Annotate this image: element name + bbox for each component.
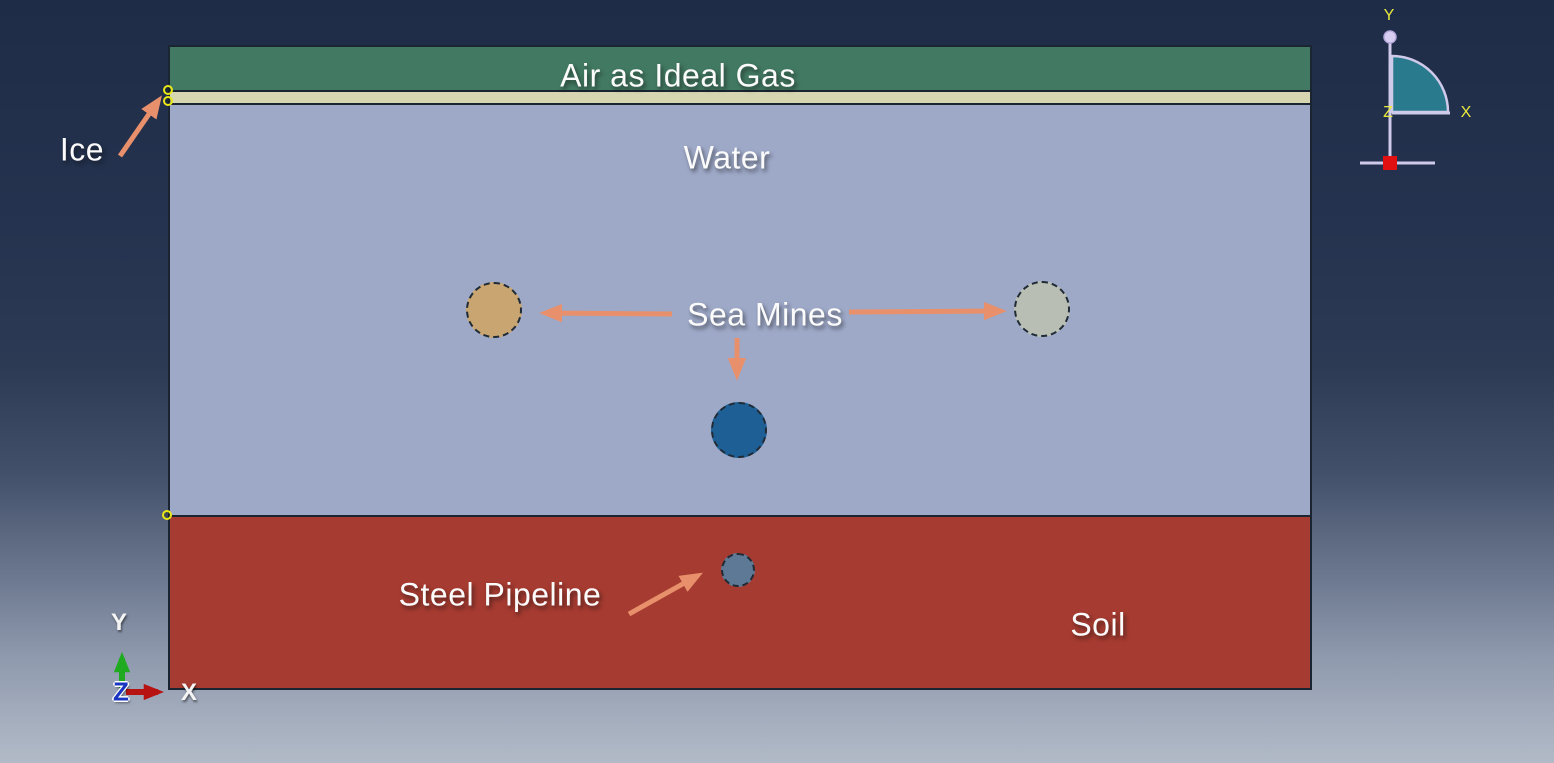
model-triad-y-label: Y — [110, 609, 128, 636]
steel-pipeline-circle[interactable] — [721, 553, 755, 587]
sea-mine-right[interactable] — [1014, 281, 1070, 337]
ice-arrow — [117, 95, 162, 158]
model-triad-z-label: Z — [113, 676, 129, 707]
vertex-marker-ice-top[interactable] — [163, 85, 173, 95]
view-triad-quadrant — [1390, 54, 1450, 114]
vertex-marker-ice-bottom[interactable] — [163, 96, 173, 106]
vertex-marker-seabed[interactable] — [162, 510, 172, 520]
region-soil[interactable] — [168, 515, 1312, 690]
view-triad-y-label: Y — [1383, 7, 1395, 24]
soil-label: Soil — [1070, 606, 1126, 643]
view-triad-z-label: Z — [1383, 104, 1393, 121]
sea-mine-bottom[interactable] — [711, 402, 767, 458]
view-triad[interactable] — [1340, 0, 1554, 200]
sea-mines-label: Sea Mines — [687, 296, 843, 333]
view-triad-x-label: X — [1460, 104, 1472, 121]
model-triad-x-label: X — [180, 679, 198, 706]
ice-label: Ice — [59, 131, 105, 168]
view-triad-top-node — [1383, 30, 1397, 44]
air-label: Air as Ideal Gas — [560, 57, 796, 94]
view-triad-origin-square — [1383, 156, 1397, 170]
sea-mine-left[interactable] — [466, 282, 522, 338]
steel-pipeline-label: Steel Pipeline — [398, 576, 602, 613]
water-label: Water — [683, 139, 771, 176]
